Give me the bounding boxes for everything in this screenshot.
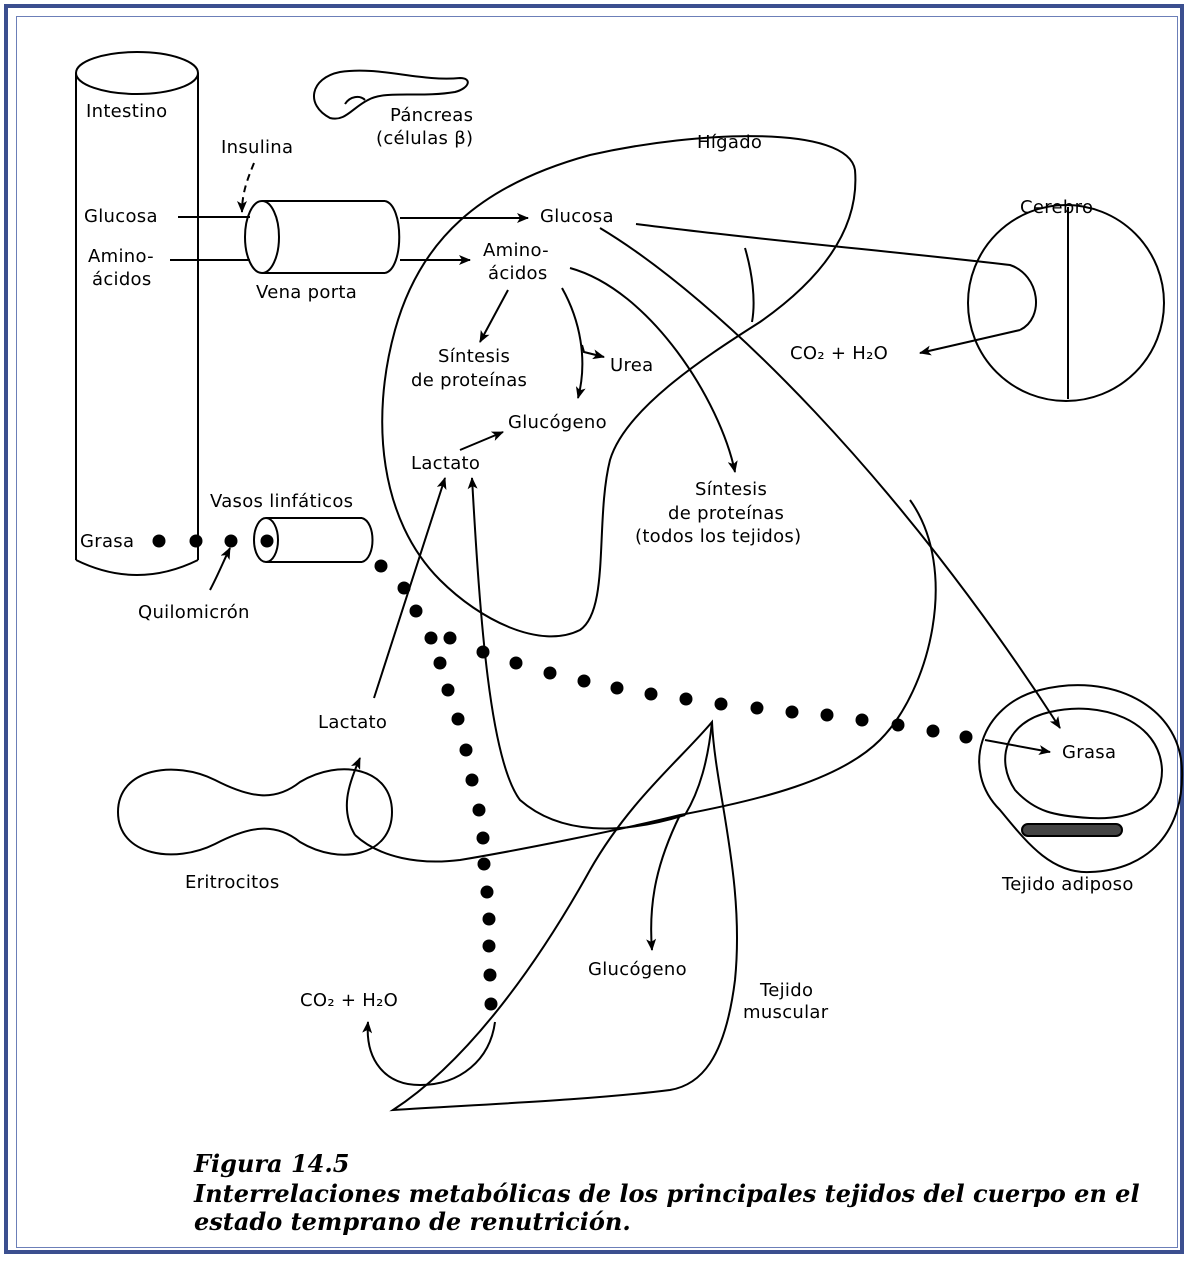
amino-intestine-label-2: ácidos — [92, 269, 152, 290]
muscle-shape — [389, 719, 738, 1112]
lactate-rbc-label: Lactato — [318, 712, 388, 733]
lymphatic-vessel-shape — [253, 517, 374, 563]
amino-liver-label-1: Amino- — [483, 240, 549, 261]
lymphatics-label: Vasos linfáticos — [210, 491, 354, 512]
brain-label: Cerebro — [1020, 197, 1094, 218]
glucose-to-brain-line — [635, 223, 1037, 331]
muscle-glycogen-arrow — [646, 814, 681, 951]
glucose-liver-label: Glucosa — [540, 206, 614, 227]
chylomicron-label: Quilomicrón — [138, 602, 250, 623]
muscle-co2-arrow — [362, 1021, 496, 1087]
chylomicron-arrow — [209, 547, 231, 591]
adipose-shape — [978, 684, 1184, 874]
protein-synthesis-all-label-3: (todos los tejidos) — [635, 526, 802, 547]
amino-liver-label-2: ácidos — [488, 263, 548, 284]
lactate-liver-label: Lactato — [411, 453, 481, 474]
brain-co2-arrow — [919, 329, 1021, 356]
urea-label: Urea — [610, 355, 654, 376]
caption-line-2: estado temprano de renutrición. — [194, 1207, 631, 1236]
fat-intestine-label: Grasa — [80, 531, 135, 552]
protein-synthesis-all-label-1: Síntesis — [695, 479, 768, 500]
liver-shape — [381, 135, 857, 638]
rbc-to-lactate-arrow — [345, 757, 361, 836]
chylomicron-dots — [152, 534, 973, 1011]
protein-synthesis-liver-label-1: Síntesis — [438, 346, 511, 367]
erythrocytes-shape — [116, 768, 394, 856]
lactate-to-glycogen-arrow — [459, 431, 504, 451]
insulin-label: Insulina — [221, 137, 294, 158]
pancreas-cells-label: (células β) — [376, 128, 474, 149]
muscle-inner-line — [684, 721, 713, 816]
pancreas-shape — [313, 69, 469, 120]
fat-adipose-label: Grasa — [1062, 742, 1117, 763]
brain-co2-h2o-label: CO₂ + H₂O — [790, 343, 889, 364]
amino-intestine-label-1: Amino- — [88, 246, 154, 267]
muscle-label-1: Tejido — [760, 980, 814, 1001]
intestine-label: Intestino — [86, 101, 168, 122]
liver-right-loop — [354, 499, 937, 863]
amino-to-all-tissues-arrow — [569, 267, 738, 473]
brain-shape — [967, 204, 1165, 402]
liver-label: Hígado — [697, 132, 763, 153]
glucose-to-adipose-line — [599, 227, 1061, 729]
pancreas-label: Páncreas — [390, 105, 474, 126]
muscle-label-2: muscular — [743, 1002, 829, 1023]
caption-line-1: Interrelaciones metabólicas de los princ… — [194, 1179, 1140, 1208]
portal-vein-shape — [244, 200, 401, 274]
figure-number: Figura 14.5 — [194, 1149, 350, 1178]
protein-synthesis-liver-label-2: de proteínas — [411, 370, 528, 391]
muscle-lactate-to-liver-arrow — [467, 477, 686, 830]
glucose-intestine-label: Glucosa — [84, 206, 158, 227]
glycogen-liver-label: Glucógeno — [508, 412, 607, 433]
intestine-shape — [75, 51, 199, 576]
portal-vein-label: Vena porta — [256, 282, 358, 303]
amino-to-protein-arrow — [479, 289, 509, 343]
figure-inner-border — [16, 16, 1178, 1248]
protein-synthesis-all-label-2: de proteínas — [668, 503, 785, 524]
erythrocytes-label: Eritrocitos — [185, 872, 280, 893]
figure-frame — [4, 4, 1184, 1254]
muscle-co2-h2o-label: CO₂ + H₂O — [300, 990, 399, 1011]
adipose-label: Tejido adiposo — [1002, 874, 1134, 895]
amino-to-glycogen-arrow — [561, 287, 586, 399]
glycogen-muscle-label: Glucógeno — [588, 959, 687, 980]
urea-arrow — [581, 344, 605, 360]
fat-to-adipose-arrow — [984, 739, 1051, 755]
insulin-arrow — [237, 162, 255, 213]
